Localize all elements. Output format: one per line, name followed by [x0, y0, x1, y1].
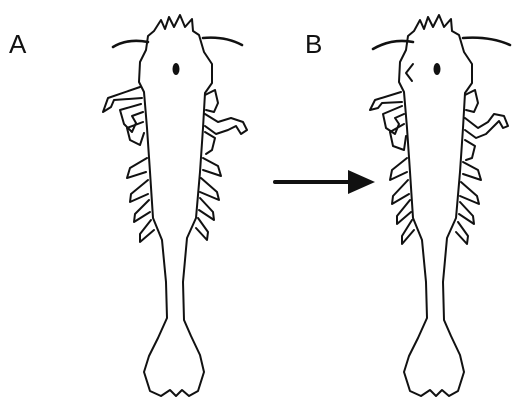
shrimp-a-leg-right-4	[203, 158, 221, 176]
shrimp-b-leg-right-3	[465, 140, 475, 160]
shrimp-b-leg-right-5	[460, 182, 479, 204]
shrimp-b-leg-left-5	[392, 180, 409, 204]
shrimp-a-leg-right-7	[196, 218, 208, 240]
shrimp-a-leg-right-6	[199, 198, 214, 220]
shrimp-a-antenna-right	[203, 38, 242, 45]
shrimp-b-antenna-right	[463, 38, 510, 45]
shrimp-a	[103, 15, 247, 396]
shrimp-b-leg-right-6	[459, 202, 474, 224]
shrimp-b-leg-left-7	[402, 220, 414, 244]
arrow-head	[348, 170, 375, 194]
shrimp-a-leg-left-3	[127, 122, 144, 145]
shrimp-b-leg-left-4	[390, 158, 407, 180]
shrimp-b-head-mark	[406, 64, 413, 81]
shrimp-a-leg-left-6	[134, 200, 150, 222]
shrimp-a-leg-left-2	[120, 104, 143, 132]
shrimp-b-leg-left-3	[390, 124, 406, 150]
shrimp-a-leg-right-2	[205, 114, 247, 134]
shrimp-a-leg-right-1	[205, 90, 218, 112]
shrimp-a-leg-right-3	[205, 132, 215, 154]
shrimp-b-eye-spot	[434, 63, 441, 75]
shrimp-b-leg-right-2	[465, 114, 508, 138]
shrimp-a-leg-left-5	[130, 180, 148, 202]
shrimp-a-leg-right-5	[200, 178, 219, 200]
shrimp-a-antenna-left	[113, 41, 148, 47]
shrimp-b-leg-right-4	[463, 162, 481, 180]
shrimp-b	[370, 15, 510, 396]
transition-arrow	[275, 170, 375, 194]
shrimp-a-leg-left-4	[127, 158, 147, 178]
shrimp-a-leg-left-7	[140, 220, 154, 242]
shrimp-b-leg-right-1	[465, 90, 478, 112]
shrimp-b-leg-left-6	[397, 200, 411, 224]
shrimp-b-leg-right-7	[456, 222, 468, 244]
shrimp-a-eye-spot	[173, 63, 180, 75]
